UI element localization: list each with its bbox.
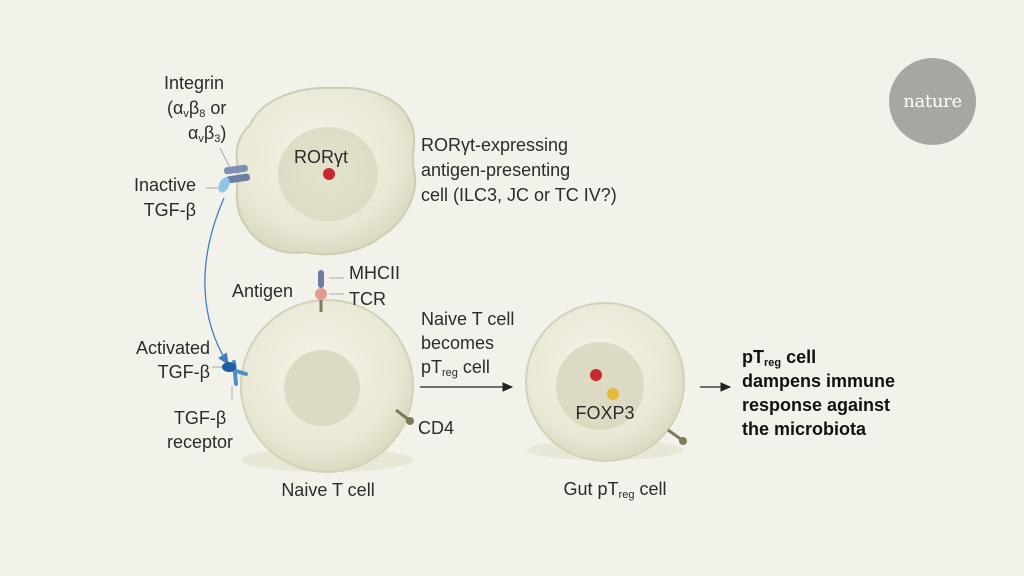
rorgt-label: RORγt [294,147,348,167]
activated-tgfb-line1: Activated [135,338,210,358]
tcr-label: TCR [349,289,386,309]
naive-nucleus [284,350,360,426]
treg-cell-label: Gut pTreg cell [563,479,667,501]
tgfb-receptor-line2: receptor [166,432,234,452]
tgfb-receptor-line1: TGF-β [173,408,227,428]
activation-arrow [204,197,229,366]
foxp3-label: FOXP3 [575,403,635,423]
apc-description-line1: RORγt-expressing [421,135,569,155]
outcome-line3: response against [742,395,891,415]
transition-line2: becomes [421,333,495,353]
inactive-tgfb-line1: Inactive [133,175,196,195]
transition-line3: pTreg cell [421,357,490,379]
integrin-line2: (αvβ8 or [167,98,227,120]
integrin-line3: αvβ3) [188,123,227,145]
naive-cell-label: Naive T cell [281,480,375,500]
transition-line1: Naive T cell [421,309,515,329]
outcome-line2: dampens immune [742,371,896,391]
activated-tgfb-line2: TGF-β [157,362,210,382]
mhcii-label: MHCII [349,263,400,283]
treg-cell [525,302,687,462]
apc-description-line3: cell (ILC3, JC or TC IV?) [421,185,617,205]
antigen-label: Antigen [232,281,294,301]
rorgt-dot [323,168,335,180]
treg-red-dot [590,369,602,381]
integrin-icon [219,147,251,184]
apc-description-line2: antigen-presenting [421,160,571,180]
outcome-line4: the microbiota [742,419,867,439]
outcome-line1: pTreg cell [742,347,817,369]
integrin-label: Integrin [164,73,225,93]
nature-logo: nature [889,58,976,145]
mhcii-tcr-icon [315,270,344,312]
foxp3-dot [607,388,619,400]
inactive-tgfb-line2: TGF-β [143,200,196,220]
naive-t-cell [240,299,414,473]
inactive-tgfb-icon [206,177,230,193]
tgfb-receptor-icon [212,360,248,400]
cd4-label: CD4 [418,418,455,438]
apc-cell [235,86,417,256]
treg-nucleus [556,342,644,430]
cd4-icon [395,408,414,425]
